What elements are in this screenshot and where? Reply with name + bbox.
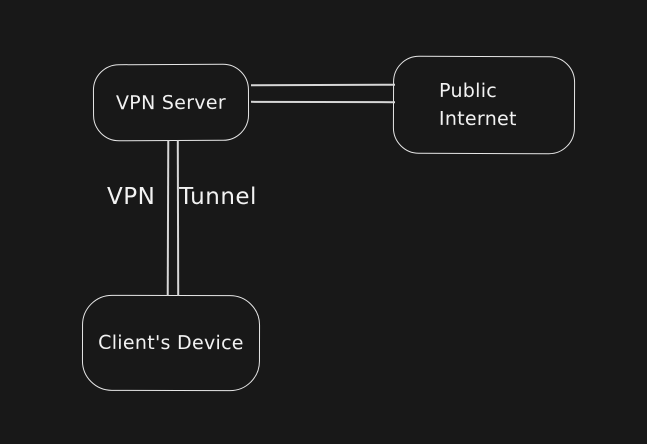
- node-vpn-server-label: VPN Server: [115, 91, 227, 114]
- edge-server-client-line-2: [176, 139, 179, 297]
- edge-server-client-line-1: [166, 139, 169, 297]
- node-vpn-server: VPN Server: [92, 63, 250, 142]
- edge-server-internet-line-1: [250, 83, 396, 86]
- node-client-device: Client's Device: [81, 294, 261, 392]
- edge-server-internet-line-2: [250, 100, 396, 103]
- edge-vpn-tunnel-label: VPN Tunnel: [107, 184, 257, 210]
- node-public-internet: Public Internet: [392, 55, 576, 155]
- node-client-device-label: Client's Device: [98, 331, 244, 355]
- node-public-internet-label: Public Internet: [438, 79, 517, 131]
